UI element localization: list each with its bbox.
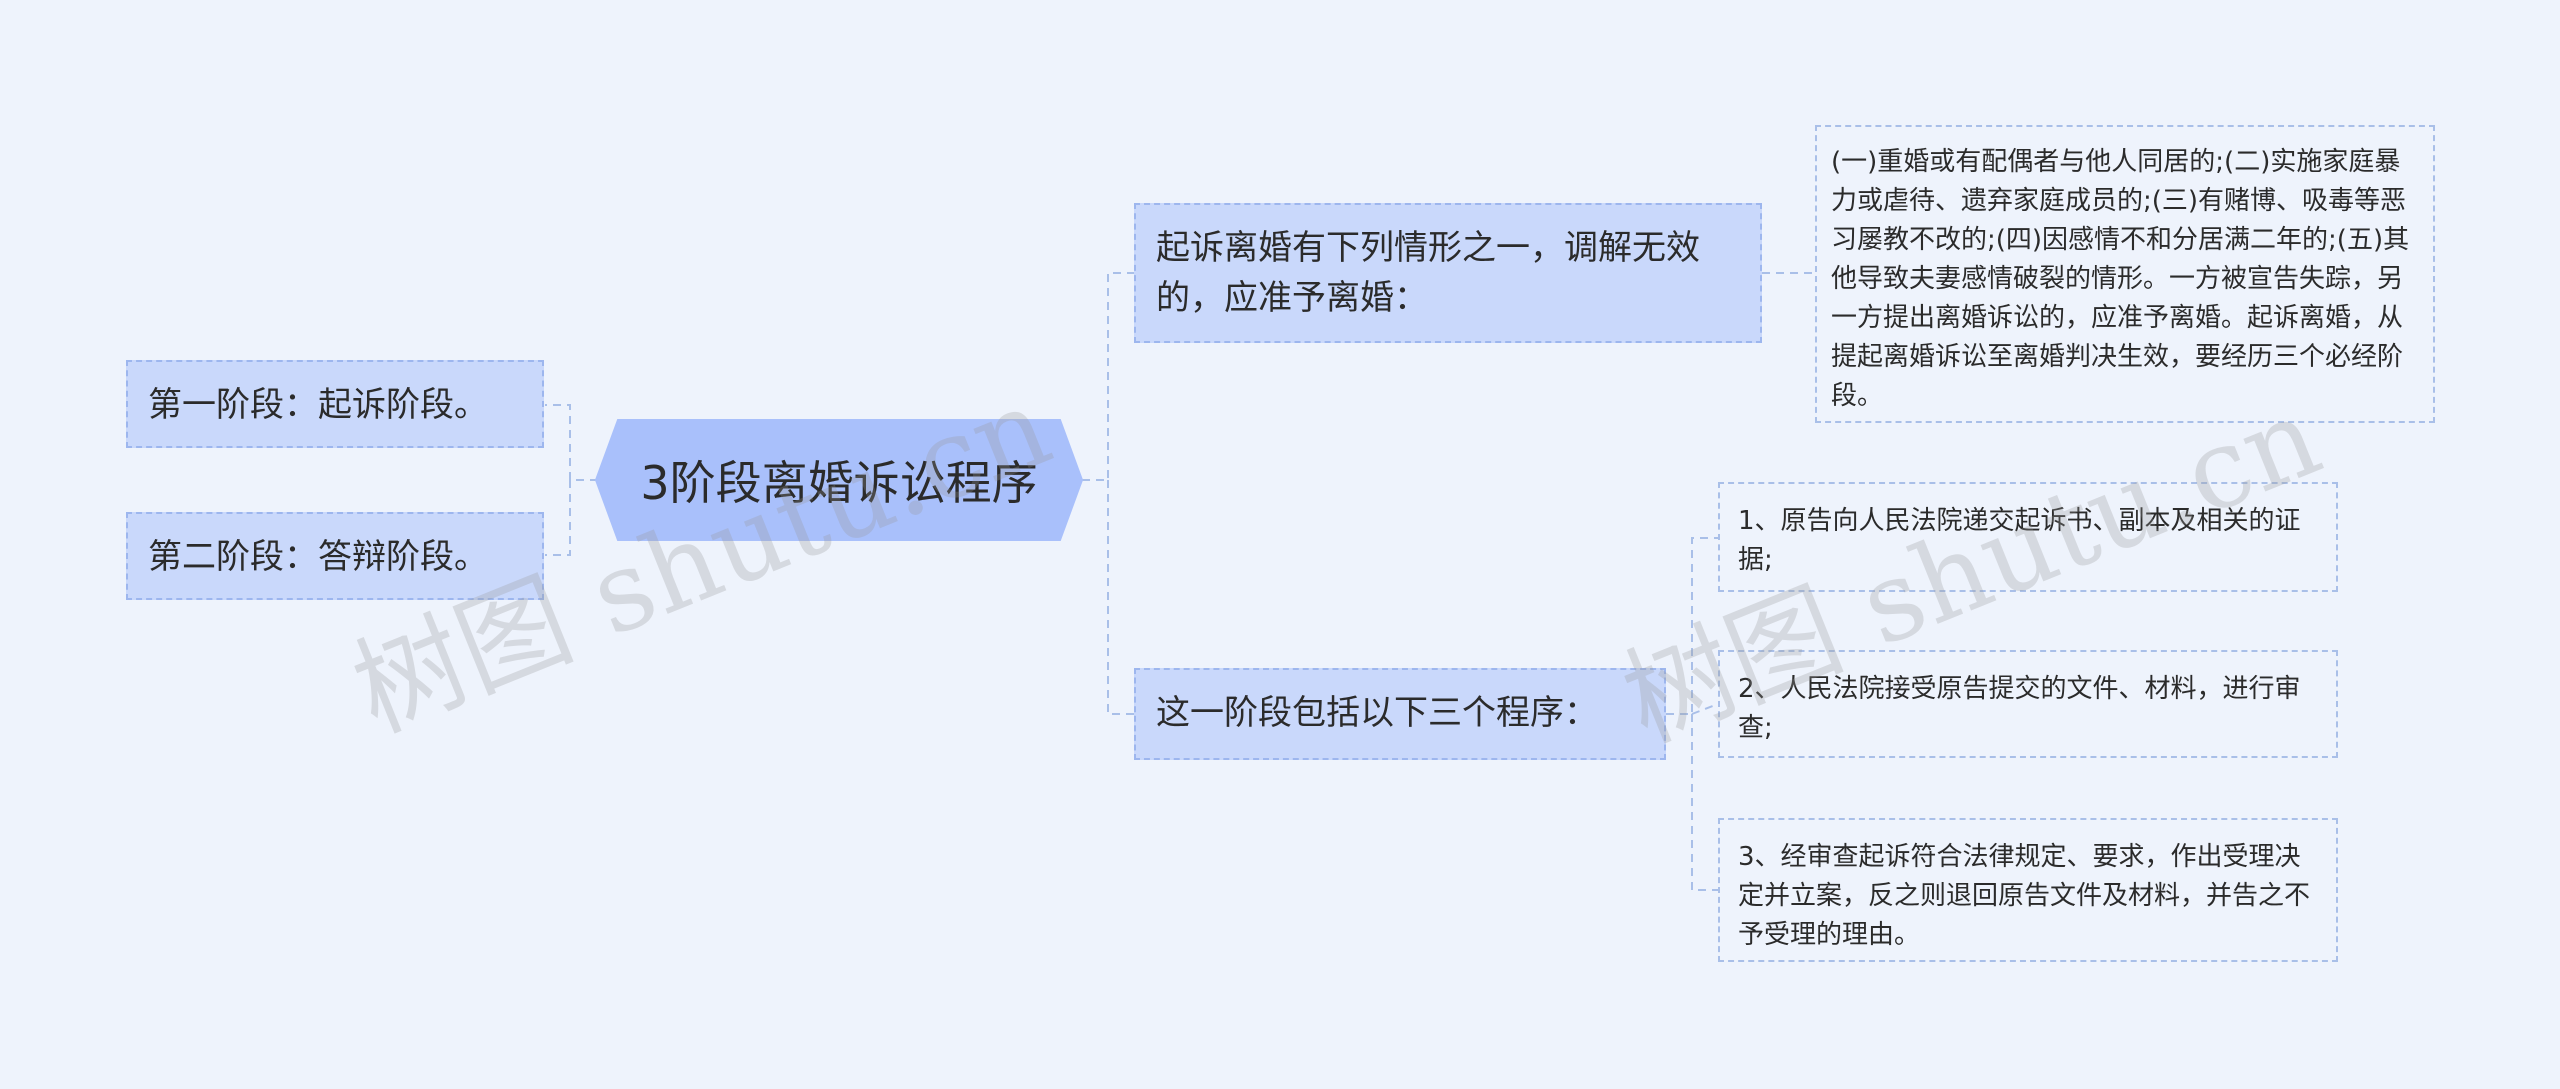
divorce-conditions-detail-text: (一)重婚或有配偶者与他人同居的;(二)实施家庭暴力或虐待、遗弃家庭成员的;(三… (1831, 147, 2410, 411)
procedure-step-3-text: 3、经审查起诉符合法律规定、要求，作出受理决定并立案，反之则退回原告文件及材料，… (1738, 842, 2311, 950)
stage-two-node: 第二阶段：答辩阶段。 (126, 512, 544, 600)
procedure-step-1: 1、原告向人民法院递交起诉书、副本及相关的证据; (1718, 482, 2338, 592)
root-node-label: 3阶段离婚诉讼程序 (640, 456, 1038, 510)
procedure-step-3: 3、经审查起诉符合法律规定、要求，作出受理决定并立案，反之则退回原告文件及材料，… (1718, 818, 2338, 962)
procedure-step-2-text: 2、人民法院接受原告提交的文件、材料，进行审查; (1738, 674, 2301, 743)
three-procedures-label: 这一阶段包括以下三个程序： (1156, 693, 1598, 733)
procedure-step-1-text: 1、原告向人民法院递交起诉书、副本及相关的证据; (1738, 506, 2301, 575)
root-node: 3阶段离婚诉讼程序 (594, 418, 1084, 542)
divorce-conditions-label: 起诉离婚有下列情形之一，调解无效的，应准予离婚： (1156, 228, 1700, 318)
three-procedures-node: 这一阶段包括以下三个程序： (1134, 668, 1666, 760)
stage-two-label: 第二阶段：答辩阶段。 (148, 537, 488, 577)
stage-one-label: 第一阶段：起诉阶段。 (148, 385, 488, 425)
divorce-conditions-detail: (一)重婚或有配偶者与他人同居的;(二)实施家庭暴力或虐待、遗弃家庭成员的;(三… (1815, 125, 2435, 423)
procedure-step-2: 2、人民法院接受原告提交的文件、材料，进行审查; (1718, 650, 2338, 758)
root-node-shape (594, 419, 1084, 541)
divorce-conditions-node: 起诉离婚有下列情形之一，调解无效的，应准予离婚： (1134, 203, 1762, 343)
stage-one-node: 第一阶段：起诉阶段。 (126, 360, 544, 448)
